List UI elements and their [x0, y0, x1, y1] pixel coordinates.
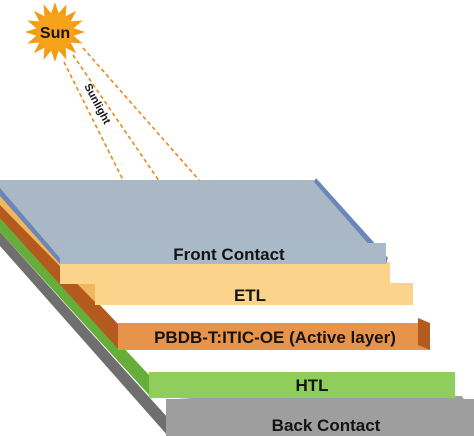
sun: Sun: [25, 2, 85, 62]
front-contact-face: [60, 243, 386, 264]
htl-face: [149, 372, 455, 398]
layer-htl: HTL: [0, 216, 455, 398]
sunlight-label: Sunlight: [81, 82, 112, 127]
etl-mid-band: [60, 262, 390, 284]
front-contact-edge-right: [314, 178, 388, 264]
active-layer-right-edge: [418, 318, 430, 350]
back-contact-side: [0, 232, 168, 436]
front-contact-top: [0, 180, 386, 262]
active-layer-side: [0, 200, 119, 350]
sunlight-ray: [82, 47, 207, 189]
front-contact-label: Front Contact: [173, 245, 285, 264]
htl-side: [0, 216, 150, 396]
sunlight-ray: [72, 54, 169, 195]
active-layer-face: [118, 323, 430, 350]
layer-active: PBDB-T:ITIC-OE (Active layer): [0, 200, 430, 350]
etl-face: [95, 283, 413, 305]
back-contact-label: Back Contact: [272, 416, 381, 435]
etl-label: ETL: [234, 286, 266, 305]
back-contact-face: [166, 399, 474, 436]
sun-label: Sun: [40, 25, 70, 42]
layer-back-contact: Back Contact: [0, 232, 474, 436]
sunlight-rays: Sunlight: [63, 47, 209, 201]
sun-core: [36, 13, 74, 51]
front-contact-edge-left: [0, 178, 60, 264]
layer-front-contact: Front Contact: [0, 178, 388, 264]
htl-label: HTL: [295, 376, 328, 395]
active-layer-label: PBDB-T:ITIC-OE (Active layer): [154, 328, 396, 347]
sunlight-ray: [63, 61, 133, 199]
